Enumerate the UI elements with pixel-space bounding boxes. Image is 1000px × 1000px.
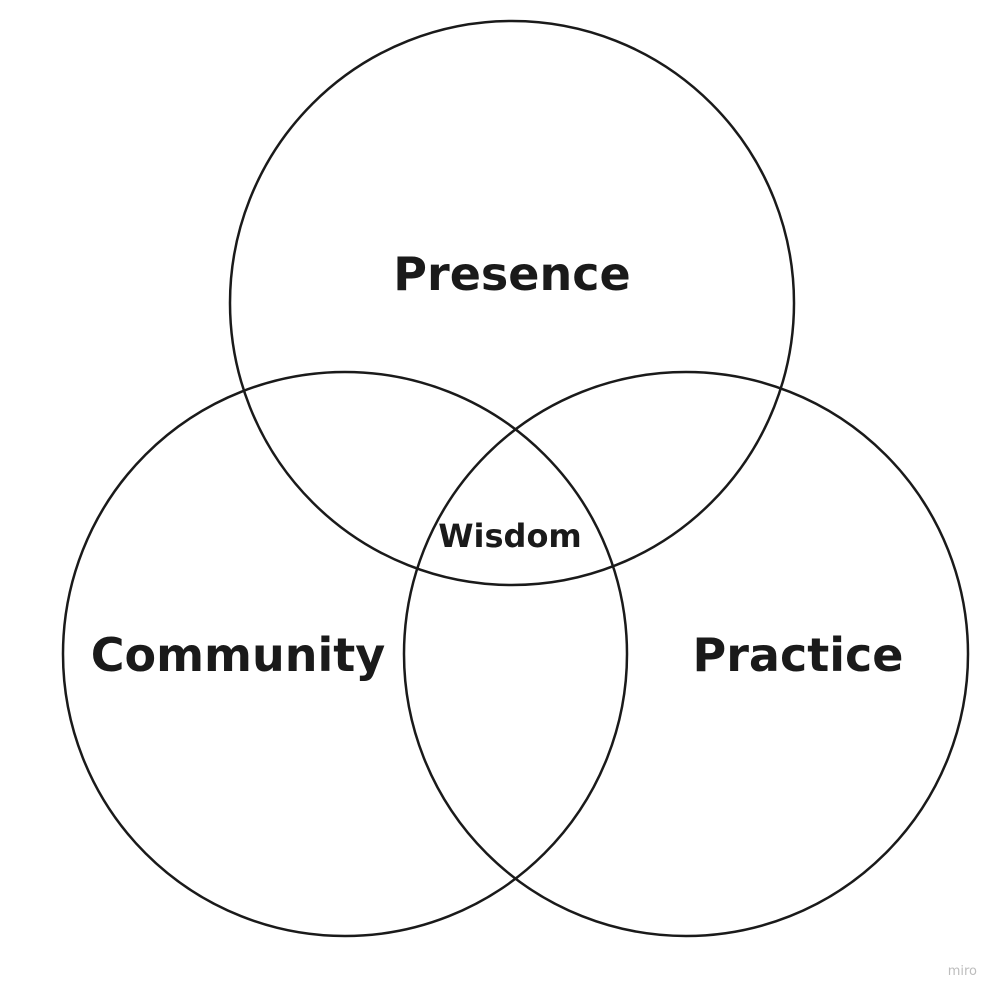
- wisdom-label: Wisdom: [438, 517, 582, 555]
- presence-label: Presence: [393, 247, 630, 301]
- practice-label: Practice: [693, 628, 904, 682]
- presence-circle: [228, 19, 796, 587]
- practice-circle: [402, 370, 970, 938]
- miro-watermark: miro: [948, 964, 977, 979]
- community-circle: [61, 370, 629, 938]
- community-label: Community: [91, 628, 385, 682]
